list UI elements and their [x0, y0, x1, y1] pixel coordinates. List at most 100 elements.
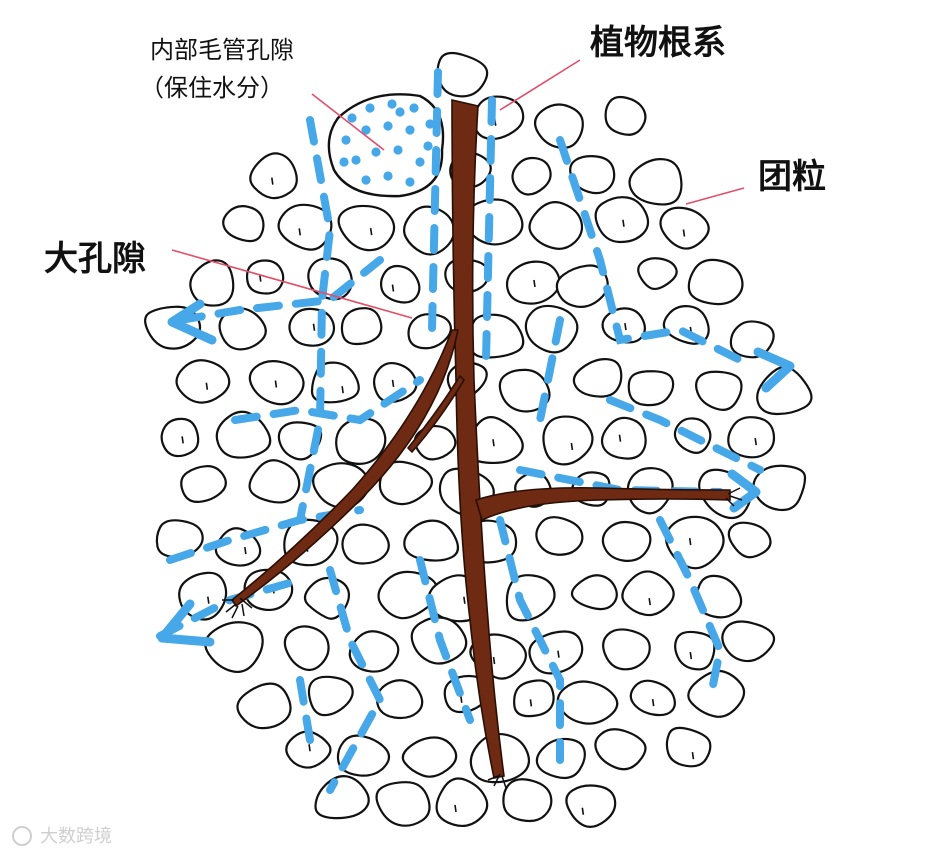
capillary-water-dot	[405, 177, 415, 187]
pointer-macropore	[171, 249, 413, 319]
soil-particle	[335, 417, 387, 465]
soil-particle	[659, 206, 710, 250]
soil-particle	[307, 675, 354, 717]
capillary-aggregate	[327, 93, 445, 198]
particle-texture-mark	[622, 219, 625, 227]
particle-texture-mark	[533, 279, 536, 288]
soil-particle	[727, 416, 776, 459]
soil-particle	[729, 320, 775, 359]
capillary-water-dot	[383, 121, 393, 131]
soil-particle	[727, 521, 772, 559]
soil-aggregate-particles	[144, 51, 813, 828]
capillary-water-dot	[409, 103, 419, 113]
label-roots: 植物根系	[590, 23, 726, 63]
soil-particle	[215, 410, 272, 459]
soil-particle	[594, 728, 647, 771]
soil-particle	[721, 620, 776, 663]
particle-texture-mark	[312, 323, 316, 331]
root-main	[451, 98, 505, 779]
soil-particle	[337, 204, 396, 252]
soil-particle	[375, 679, 424, 720]
particle-texture-mark	[651, 698, 655, 707]
particle-texture-mark	[244, 546, 247, 555]
soil-particle	[695, 370, 743, 411]
particle-texture-mark	[624, 323, 627, 331]
root-hairs	[222, 487, 743, 789]
pointer-aggregate	[685, 187, 745, 205]
root-branch-left	[230, 329, 459, 608]
soil-particle	[572, 358, 623, 398]
soil-particle	[403, 519, 460, 562]
plant-root	[230, 98, 731, 779]
soil-particle	[222, 205, 265, 243]
particle-texture-mark	[459, 695, 463, 703]
soil-particle	[594, 196, 650, 244]
soil-particle	[180, 465, 227, 503]
soil-particle	[628, 158, 683, 206]
soil-particle	[604, 95, 647, 136]
particle-texture-mark	[258, 274, 262, 282]
soil-particle	[402, 205, 456, 256]
soil-particle	[468, 313, 525, 359]
particle-texture-mark	[391, 379, 395, 388]
capillary-water-dot	[341, 135, 351, 145]
soil-particle	[175, 359, 231, 404]
soil-particle	[375, 781, 431, 827]
soil-particle	[687, 669, 746, 718]
particle-texture-mark	[369, 227, 373, 236]
particle-texture-mark	[341, 386, 344, 394]
particle-texture-mark	[689, 652, 693, 660]
soil-particle	[248, 360, 305, 406]
watermark-logo-icon	[12, 826, 32, 846]
soil-particle	[502, 778, 553, 823]
soil-particle	[505, 260, 561, 305]
particle-texture-mark	[581, 807, 585, 815]
label-pointers	[171, 59, 745, 319]
soil-particle	[555, 264, 609, 308]
arrow-left-upper	[167, 299, 217, 345]
particle-texture-mark	[688, 538, 692, 546]
soil-particle	[601, 520, 652, 562]
capillary-water-dot	[393, 145, 403, 155]
particle-texture-mark	[529, 699, 533, 707]
soil-particle	[160, 417, 200, 458]
particle-texture-mark	[492, 439, 495, 447]
soil-particle	[629, 679, 676, 717]
soil-particle	[533, 103, 584, 149]
particle-texture-mark	[205, 382, 209, 390]
watermark-text: 大数跨境	[40, 826, 112, 847]
soil-particle	[535, 516, 584, 556]
label-macropore: 大孔隙	[44, 239, 146, 279]
particle-texture-mark	[463, 596, 466, 604]
soil-particle	[687, 258, 744, 306]
soil-particle	[340, 307, 383, 346]
soil-particle	[249, 152, 298, 200]
soil-particle	[248, 459, 301, 504]
capillary-water-dot	[361, 175, 371, 185]
soil-particle	[665, 726, 712, 768]
label-capillary-line1: 内部毛管孔隙	[150, 36, 294, 64]
soil-particle	[570, 574, 618, 611]
particle-texture-mark	[308, 744, 311, 752]
soil-particle	[511, 156, 552, 196]
particle-texture-mark	[454, 804, 457, 813]
soil-particle	[664, 515, 725, 570]
flow-arrowheads	[157, 299, 795, 647]
soil-particle	[542, 415, 594, 466]
soil-particle	[288, 307, 336, 347]
soil-particle	[314, 775, 370, 820]
particle-texture-mark	[492, 656, 496, 665]
capillary-water-dot	[395, 107, 405, 117]
particle-texture-mark	[691, 751, 695, 760]
capillary-water-dot	[371, 147, 381, 157]
soil-particle	[283, 625, 330, 672]
soil-particle	[565, 784, 617, 828]
soil-particle	[436, 51, 489, 98]
capillary-water-dot	[347, 113, 357, 123]
particle-texture-mark	[298, 228, 302, 236]
soil-particle	[204, 621, 264, 673]
soil-particle	[600, 416, 647, 460]
soil-particle	[435, 777, 489, 828]
pointer-roots	[499, 59, 581, 111]
particle-texture-mark	[271, 177, 274, 185]
